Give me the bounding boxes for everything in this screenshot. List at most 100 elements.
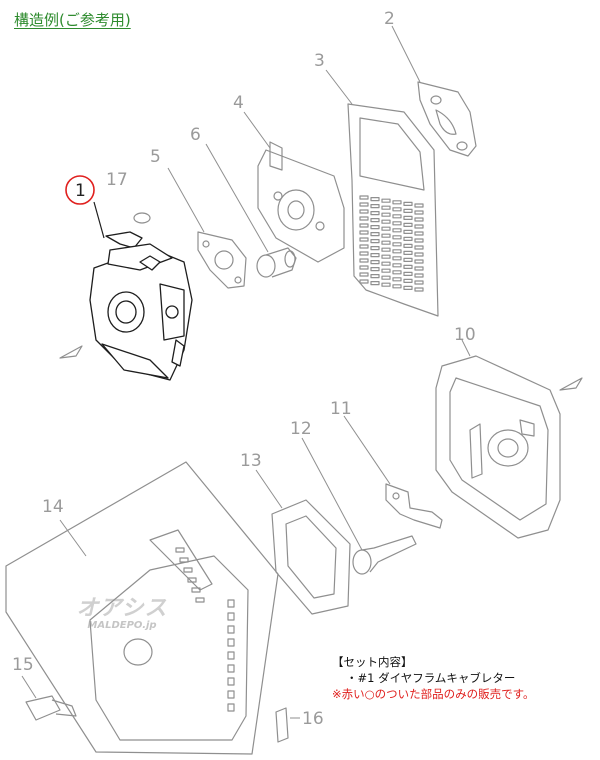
vent-slot bbox=[359, 251, 369, 256]
vent-slot bbox=[381, 219, 391, 224]
set-contents-item: ・#1 ダイヤフラムキャブレター bbox=[346, 671, 516, 685]
cover-slot bbox=[227, 638, 235, 647]
cover-slot bbox=[227, 677, 235, 686]
vent-slot bbox=[370, 232, 380, 237]
vent-slot bbox=[414, 273, 424, 278]
cover-slot bbox=[227, 690, 235, 699]
vent-slot bbox=[359, 258, 369, 263]
part-12-bolt bbox=[352, 535, 417, 575]
vent-slot bbox=[414, 238, 424, 243]
part-number-6: 6 bbox=[190, 125, 201, 145]
part-number-13: 13 bbox=[240, 451, 262, 471]
part-3-insulator bbox=[347, 103, 439, 317]
part-4-cover bbox=[257, 141, 345, 263]
part-2-gasket bbox=[417, 81, 477, 157]
vent-slot bbox=[359, 209, 369, 214]
cover-slot bbox=[175, 547, 185, 553]
part-6-spacer bbox=[256, 247, 297, 278]
vent-slot bbox=[414, 210, 424, 215]
vent-slot bbox=[392, 242, 402, 247]
cover-slot bbox=[179, 557, 189, 563]
cover-slot bbox=[187, 577, 197, 583]
cover-slot bbox=[227, 703, 235, 712]
vent-slot bbox=[381, 233, 391, 238]
part-number-14: 14 bbox=[42, 497, 64, 517]
vent-slot bbox=[359, 223, 369, 228]
vent-slot bbox=[370, 267, 380, 272]
vent-slot bbox=[403, 222, 413, 227]
vent-slot bbox=[414, 280, 424, 285]
vent-slot bbox=[414, 252, 424, 257]
watermark-logo: オアシス bbox=[76, 596, 168, 621]
direction-arrow-icon bbox=[559, 377, 583, 391]
part-number-12: 12 bbox=[290, 419, 312, 439]
vent-slot bbox=[403, 215, 413, 220]
watermark-site: MALDEPO.jp bbox=[87, 620, 157, 631]
cover-slot bbox=[227, 612, 235, 621]
part-number-2: 2 bbox=[384, 9, 395, 29]
vent-slot bbox=[403, 250, 413, 255]
direction-arrow-icon bbox=[59, 345, 83, 359]
vent-slot bbox=[392, 221, 402, 226]
vent-slot bbox=[403, 257, 413, 262]
vent-slot bbox=[381, 268, 391, 273]
part-number-1: 1 bbox=[75, 181, 86, 201]
vent-slot bbox=[392, 263, 402, 268]
part-number-16: 16 bbox=[302, 709, 324, 729]
vent-slot bbox=[403, 271, 413, 276]
vent-slot bbox=[370, 225, 380, 230]
vent-slot bbox=[381, 254, 391, 259]
cover-slot bbox=[227, 664, 235, 673]
vent-slot bbox=[392, 249, 402, 254]
vent-slot bbox=[381, 275, 391, 280]
vent-slot bbox=[392, 228, 402, 233]
vent-slot bbox=[392, 270, 402, 275]
vent-slot bbox=[370, 274, 380, 279]
part-5-gasket bbox=[197, 231, 247, 289]
vent-slot bbox=[359, 195, 369, 200]
vent-slot bbox=[414, 231, 424, 236]
part-13-air-filter bbox=[271, 499, 351, 615]
vent-slot bbox=[370, 253, 380, 258]
part-14-engine-cover bbox=[5, 461, 279, 755]
vent-slot bbox=[381, 198, 391, 203]
vent-slot bbox=[370, 204, 380, 209]
vent-slot bbox=[381, 282, 391, 287]
part-number-10: 10 bbox=[454, 325, 476, 345]
vent-slot bbox=[381, 240, 391, 245]
set-contents: 【セット内容】 ・#1 ダイヤフラムキャブレター ※赤い○のついた部品のみの販売… bbox=[332, 654, 535, 702]
vent-slot bbox=[381, 226, 391, 231]
part-10-air-cleaner-case bbox=[435, 355, 561, 539]
vent-slot bbox=[403, 243, 413, 248]
cover-slot bbox=[195, 597, 205, 603]
part-number-17: 17 bbox=[106, 170, 128, 190]
vent-slot bbox=[359, 272, 369, 277]
vent-slot bbox=[370, 197, 380, 202]
vent-slot bbox=[403, 208, 413, 213]
cover-slot bbox=[227, 625, 235, 634]
sale-note: ※赤い○のついた部品のみの販売です。 bbox=[332, 687, 535, 701]
vent-slot bbox=[370, 260, 380, 265]
vent-slot bbox=[381, 261, 391, 266]
vent-slot bbox=[414, 266, 424, 271]
part-number-5: 5 bbox=[150, 147, 161, 167]
vent-slot bbox=[359, 237, 369, 242]
vent-slot bbox=[414, 287, 424, 292]
vent-slot bbox=[392, 235, 402, 240]
vent-slot bbox=[392, 284, 402, 289]
vent-slot bbox=[370, 281, 380, 286]
vent-slot bbox=[359, 202, 369, 207]
part-number-11: 11 bbox=[330, 399, 352, 419]
vent-slot bbox=[403, 278, 413, 283]
highlight-circle bbox=[65, 175, 95, 205]
vent-slot bbox=[359, 244, 369, 249]
vent-slot bbox=[359, 279, 369, 284]
vent-slot bbox=[403, 201, 413, 206]
watermark: オアシス MALDEPO.jp bbox=[62, 590, 182, 631]
vent-slot bbox=[403, 264, 413, 269]
vent-slot bbox=[370, 211, 380, 216]
cover-slot bbox=[227, 651, 235, 660]
part-16-plate bbox=[275, 707, 289, 743]
vent-slot bbox=[414, 224, 424, 229]
